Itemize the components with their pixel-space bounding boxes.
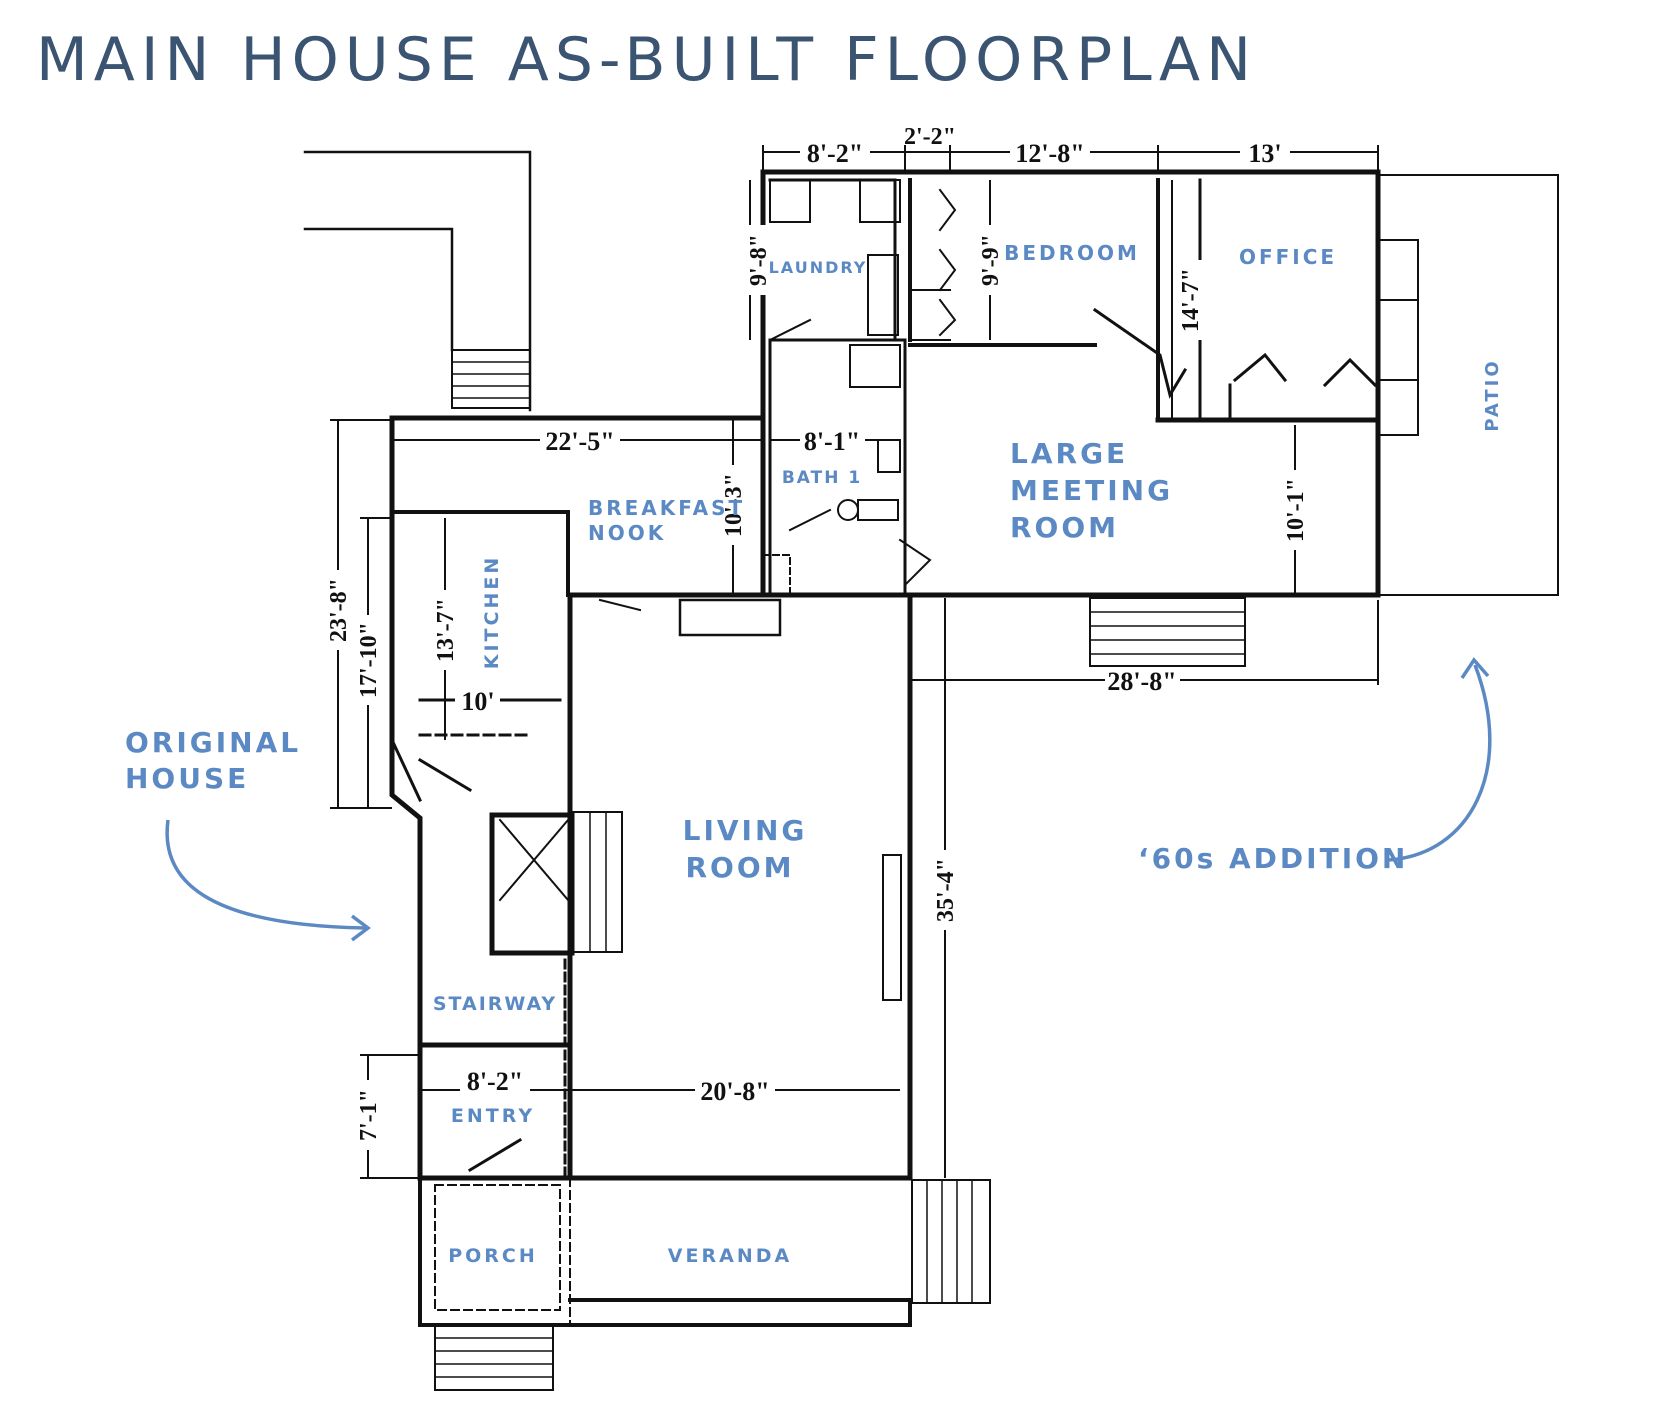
room-label-meeting-room: ROOM: [1010, 511, 1119, 544]
callout-sixties-addition: ‘60s ADDITION: [1138, 842, 1408, 875]
dim-top-closet: 2'-2": [904, 124, 956, 150]
room-label-stairway: STAIRWAY: [433, 993, 557, 1015]
room-labels: LAUNDRY BEDROOM OFFICE PATIO BATH 1 BREA…: [433, 241, 1503, 1267]
dim-addition-width: 28'-8": [1107, 667, 1176, 696]
dim-entry-width: 8'-2": [467, 1067, 523, 1096]
callout-original-house-line1: ORIGINAL: [125, 726, 301, 759]
page-title: MAIN HOUSE AS-BUILT FLOORPLAN: [36, 25, 1257, 95]
room-label-laundry: LAUNDRY: [769, 258, 868, 277]
room-label-kitchen: KITCHEN: [481, 555, 503, 669]
dim-office-height: 14'-7": [1178, 268, 1204, 332]
dimension-labels: 8'-2" 2'-2" 12'-8" 13' 9'-8" 9'-9" 14'-7…: [324, 124, 1309, 1150]
room-label-large: LARGE: [1010, 437, 1128, 470]
dim-kitchen-height: 13'-7": [433, 598, 459, 662]
dim-side-long: 35'-4": [933, 858, 959, 922]
callout-addition-arrow-icon: [1387, 664, 1492, 862]
callouts: ORIGINAL HOUSE ‘60s ADDITION: [125, 657, 1492, 942]
dim-breakfast-height: 10'-3": [721, 473, 747, 537]
dim-meeting-height: 10'-1": [1283, 478, 1309, 542]
room-label-office: OFFICE: [1239, 245, 1337, 269]
room-label-living: LIVING: [683, 814, 808, 847]
room-label-bath: BATH 1: [782, 468, 862, 488]
callout-original-arrow-icon: [165, 819, 366, 930]
room-label-porch: PORCH: [448, 1245, 538, 1267]
room-label-nook: NOOK: [588, 521, 666, 545]
dim-entry-height: 7'-1": [356, 1089, 382, 1141]
dim-laundry-height: 9'-8": [746, 234, 772, 286]
floorplan-walls: [303, 150, 1559, 1391]
dim-left-overall: 23'-8": [326, 578, 352, 642]
dim-kitchen-width: 10': [461, 687, 494, 716]
room-label-breakfast: BREAKFAST: [588, 496, 745, 520]
dim-bath-width: 8'-1": [804, 427, 860, 456]
callout-original-house-line2: HOUSE: [125, 762, 249, 795]
dim-left-kitchen: 17'-10": [356, 622, 382, 698]
dim-top-bedroom: 12'-8": [1015, 139, 1084, 168]
dim-bedroom-height: 9'-9": [978, 234, 1004, 286]
callout-original-arrowhead-icon: [350, 914, 371, 942]
callout-addition-arrowhead-icon: [1460, 657, 1490, 679]
dim-living-width: 20'-8": [700, 1077, 769, 1106]
room-label-bedroom: BEDROOM: [1004, 241, 1140, 265]
dim-top-office: 13': [1248, 139, 1281, 168]
room-label-living-room: ROOM: [685, 851, 794, 884]
room-label-meeting: MEETING: [1010, 474, 1173, 507]
room-label-entry: ENTRY: [451, 1105, 535, 1127]
room-label-veranda: VERANDA: [668, 1245, 792, 1267]
dim-breakfast-width: 22'-5": [545, 427, 614, 456]
dim-top-laundry: 8'-2": [807, 139, 863, 168]
room-label-patio: PATIO: [1482, 358, 1503, 431]
